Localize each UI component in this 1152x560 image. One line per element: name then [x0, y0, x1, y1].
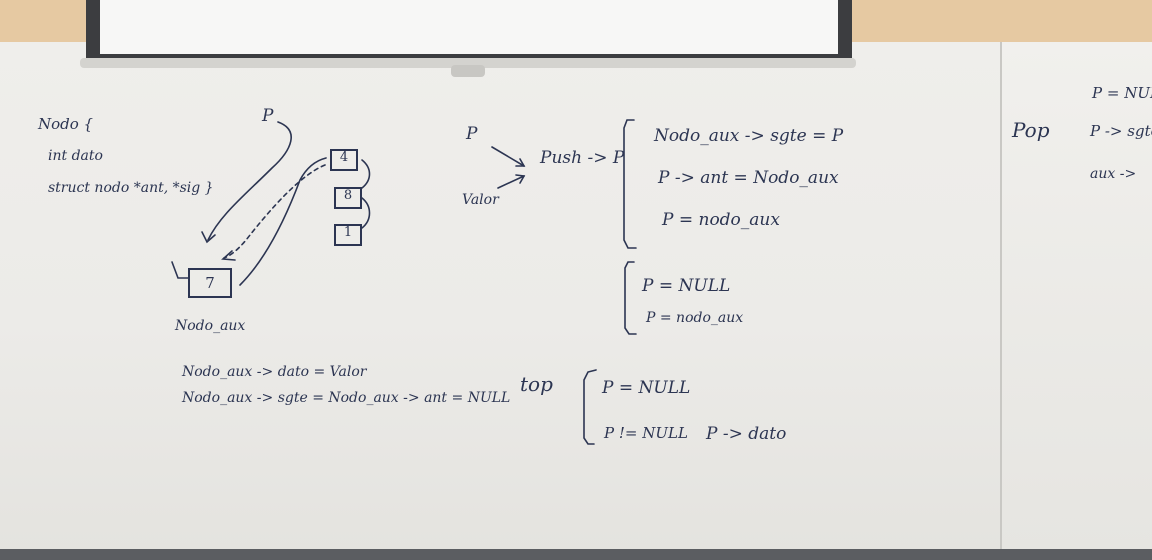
- projector-screen-handle: [451, 65, 485, 77]
- push-input-valor: Valor: [462, 192, 499, 208]
- push-line-1: Nodo_aux -> sgte = P: [654, 126, 844, 146]
- dashed-arrow-head: [221, 250, 236, 261]
- marker-tray: [0, 549, 1152, 560]
- push-line-3: P = nodo_aux: [662, 210, 780, 230]
- pop-label: Pop: [1012, 118, 1050, 142]
- null-mark: [171, 261, 189, 279]
- aux-node-box: 7: [188, 268, 232, 298]
- top-label: top: [520, 372, 553, 396]
- push-bracket: [623, 119, 637, 249]
- push-arrow-p-head: [515, 158, 526, 167]
- push-label: Push -> P: [540, 148, 625, 168]
- null-bracket: [624, 261, 637, 335]
- struct-field-pointers: struct nodo *ant, *sig }: [48, 180, 214, 196]
- projector-screen-bar: [80, 58, 856, 68]
- arrow-p-to-node: [207, 121, 292, 241]
- push-arrow-p: [491, 146, 525, 167]
- stack-node-1: 1: [334, 224, 362, 246]
- projector-screen: [100, 0, 838, 54]
- push-alt-line-2: P = nodo_aux: [646, 310, 744, 326]
- push-arrow-valor-head: [515, 174, 526, 184]
- push-arrow-valor: [497, 175, 525, 189]
- assignment-line-2: Nodo_aux -> sgte = Nodo_aux -> ant = NUL…: [182, 390, 511, 406]
- pop-line-1: P = NULL: [1092, 84, 1152, 102]
- top-line-2: P != NULL: [604, 424, 688, 442]
- push-line-2: P -> ant = Nodo_aux: [658, 168, 839, 188]
- struct-field-int: int dato: [48, 148, 103, 164]
- whiteboard-right-panel: [1000, 42, 1152, 552]
- assignment-line-1: Nodo_aux -> dato = Valor: [182, 364, 367, 380]
- pop-line-2: P -> sgte =: [1090, 122, 1152, 140]
- top-bracket: [583, 369, 597, 445]
- stack-link-2: [361, 197, 371, 229]
- stack-node-8: 8: [334, 187, 362, 209]
- arrow-head-p: [201, 231, 216, 244]
- pointer-p-label: P: [262, 106, 274, 126]
- struct-open: Nodo {: [38, 115, 94, 133]
- stack-node-4: 4: [330, 149, 358, 171]
- node-aux-label: Nodo_aux: [175, 318, 246, 334]
- dashed-arrow-stack-to-node: [223, 164, 326, 259]
- arrow-node-to-stack: [239, 157, 327, 286]
- stack-link-1: [361, 159, 371, 189]
- top-line-3: P -> dato: [706, 424, 787, 444]
- push-input-p: P: [466, 124, 478, 144]
- top-line-1: P = NULL: [602, 378, 691, 398]
- pop-line-3: aux ->: [1090, 166, 1137, 182]
- push-alt-line-1: P = NULL: [642, 276, 731, 296]
